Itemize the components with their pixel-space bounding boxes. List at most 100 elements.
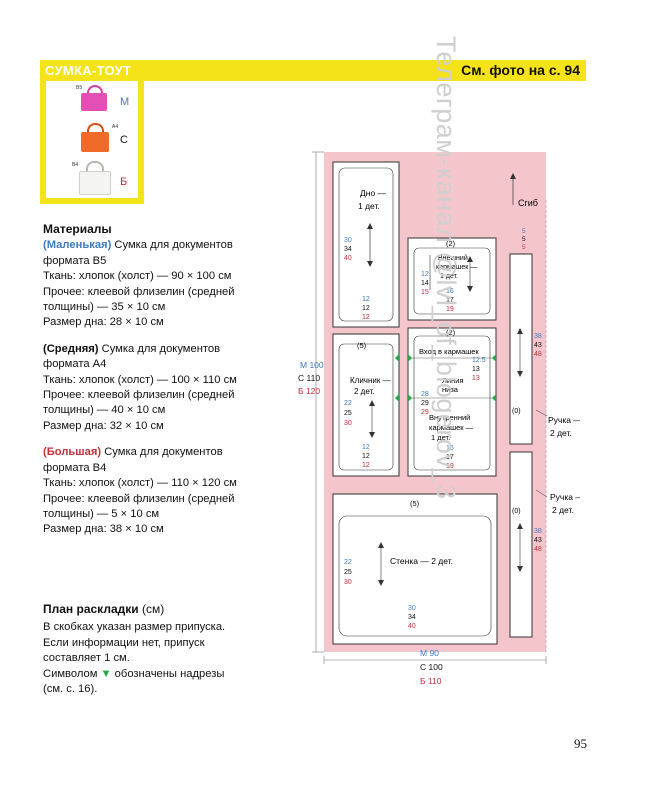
inner-pocket-line-label2: низа — [442, 385, 459, 394]
materials-medium-bottom: Размер дна: 32 × 10 см — [43, 419, 164, 432]
layout-plan-line5: (см. с. 16). — [43, 683, 98, 696]
materials-large-bottom: Размер дна: 38 × 10 см — [43, 523, 164, 536]
tab-piece-label2: 2 дет. — [354, 387, 375, 396]
materials-large-other1: Прочее: клеевой флизелин (средней — [43, 492, 235, 505]
bottom-piece-h-b: 12 — [362, 314, 370, 321]
outer-pocket-v-c: 14 — [421, 280, 429, 287]
layout-plan-unit: (см) — [138, 602, 165, 616]
materials-small-other2: толщины) — 35 × 10 см — [43, 301, 166, 314]
materials-medium-other2: толщины) — 40 × 10 см — [43, 404, 166, 417]
pattern-handle-top — [509, 253, 533, 445]
page-title: СУМКА-ТОУТ — [45, 63, 132, 78]
size-code-small: В5 — [76, 85, 83, 91]
photo-reference: См. фото на с. 94 — [461, 62, 580, 78]
inner-pocket-h-b: 19 — [446, 463, 454, 470]
wall-piece-v-b: 30 — [344, 579, 352, 586]
fold-label: Сгиб — [518, 198, 538, 208]
svg-text:5: 5 — [522, 236, 526, 243]
inner-pocket-entry-label: Вход в кармашек — [419, 347, 479, 356]
outer-pocket-h-b: 19 — [446, 306, 454, 313]
inner-pocket-v-m: 28 — [421, 391, 429, 398]
layout-plan-line4a: Символом — [43, 667, 101, 680]
inner-pocket-label1: Внутренний — [429, 413, 470, 422]
pattern-handle-bottom — [509, 451, 533, 638]
bottom-piece-v-b: 40 — [344, 255, 352, 262]
inner-pocket-h-m: 16 — [446, 445, 454, 452]
wall-piece-h-c: 34 — [408, 614, 416, 621]
layout-plan-title: План раскладки — [43, 602, 139, 616]
outer-pocket-h-m: 16 — [446, 288, 454, 295]
tab-piece-allowance: (5) — [357, 341, 367, 350]
materials-small-bottom: Размер дна: 28 × 10 см — [43, 316, 164, 329]
inner-pocket-v-b: 29 — [421, 409, 429, 416]
materials-small-other1: Прочее: клеевой флизелин (средней — [43, 285, 235, 298]
size-label-small: (Маленькая) — [43, 239, 112, 252]
materials-medium-format: формата А4 — [43, 358, 107, 371]
layout-plan-line4b: обозначены надрезы — [111, 667, 225, 680]
notch-icon — [408, 354, 412, 362]
inner-pocket-label3: 1 дет. — [431, 433, 450, 442]
handle-top-v-m: 38 — [534, 333, 542, 340]
tab-piece-v-b: 30 — [344, 420, 352, 427]
materials-section: Материалы (Маленькая) Сумка для документ… — [43, 222, 283, 549]
tab-piece-v-c: 25 — [344, 410, 352, 417]
size-letter-medium: С — [120, 134, 128, 146]
materials-large-other2: толщины) — 5 × 10 см — [43, 507, 160, 520]
pattern-wall-piece — [332, 493, 498, 645]
wall-piece-h-m: 30 — [408, 605, 416, 612]
bottom-piece-label2: 1 дет. — [358, 201, 380, 211]
materials-small-desc: Сумка для документов — [111, 239, 233, 252]
materials-medium-fabric: Ткань: хлопок (холст) — 100 × 110 см — [43, 373, 237, 386]
materials-large-fabric: Ткань: хлопок (холст) — 110 × 120 см — [43, 477, 237, 490]
header-bar: СУМКА-ТОУТ См. фото на с. 94 — [40, 60, 586, 81]
handle-top-allowance: (0) — [512, 408, 521, 415]
outer-pocket-v-b: 15 — [421, 289, 429, 296]
inner-pocket-line-label1: Линия — [442, 376, 464, 385]
watermark: Телеграм-канал @lvl_of_blogerov_3 — [431, 36, 461, 500]
handle-top-v-c: 43 — [534, 342, 542, 349]
bottom-piece-v-c: 34 — [344, 246, 352, 253]
width-dim-b: Б 110 — [420, 676, 442, 686]
pattern-outer-pocket — [407, 237, 497, 321]
outer-pocket-label1: Внешний — [438, 254, 468, 262]
tab-piece-h-c: 12 — [362, 453, 370, 460]
bottom-piece-label1: Дно — — [360, 188, 387, 198]
notch-icon — [395, 354, 399, 362]
tab-piece-label1: Кличник — — [350, 376, 391, 385]
outer-pocket-allowance: (2) — [446, 239, 456, 248]
notch-icon — [492, 354, 496, 362]
page-number: 95 — [574, 736, 587, 751]
wall-piece-v-m: 22 — [344, 559, 352, 566]
materials-large-format: формата В4 — [43, 461, 107, 474]
inner-pocket-side-m: 12.5 — [472, 357, 486, 364]
size-code-large: В4 — [72, 162, 79, 168]
wall-piece-v-c: 25 — [344, 569, 352, 576]
materials-medium-other1: Прочее: клеевой флизелин (средней — [43, 389, 235, 402]
size-label-medium: (Средняя) — [43, 342, 99, 355]
handle-top-v-b: 48 — [534, 351, 542, 358]
handle-bottom-allowance: (0) — [512, 508, 521, 515]
layout-diagram: М 100 С 110 Б 120 М 90 С 100 Б 110 Сгиб … — [298, 151, 580, 686]
size-letter-large: Б — [120, 176, 128, 188]
pattern-tab-piece — [332, 333, 400, 477]
materials-small-fabric: Ткань: хлопок (холст) — 90 × 100 см — [43, 270, 232, 283]
svg-text:5: 5 — [522, 244, 526, 251]
inner-pocket-side-b: 13 — [472, 375, 480, 382]
notch-icon: ▼ — [100, 667, 112, 680]
height-dim-m: М 100 — [300, 360, 324, 370]
outer-pocket-label3: 1 дет. — [440, 273, 458, 280]
notch-icon — [395, 394, 399, 402]
tab-piece-v-m: 22 — [344, 400, 352, 407]
tab-piece-h-b: 12 — [362, 462, 370, 469]
layout-plan-line1: В скобках указан размер припуска. — [43, 621, 226, 634]
handle-top-label2: 2 дет. — [550, 428, 572, 438]
handle-bottom-v-b: 48 — [534, 546, 542, 553]
inner-pocket-side-c: 13 — [472, 366, 480, 373]
handle-top-label1: Ручка — — [548, 415, 580, 425]
size-label-large: (Большая) — [43, 446, 102, 459]
height-dim-c: С 110 — [298, 373, 320, 383]
bottom-piece-h-c: 12 — [362, 305, 370, 312]
bottom-piece-h-m: 12 — [362, 296, 370, 303]
handle-bottom-label2: 2 дет. — [552, 505, 574, 515]
materials-medium: (Средняя) Сумка для документов формата А… — [43, 342, 283, 434]
